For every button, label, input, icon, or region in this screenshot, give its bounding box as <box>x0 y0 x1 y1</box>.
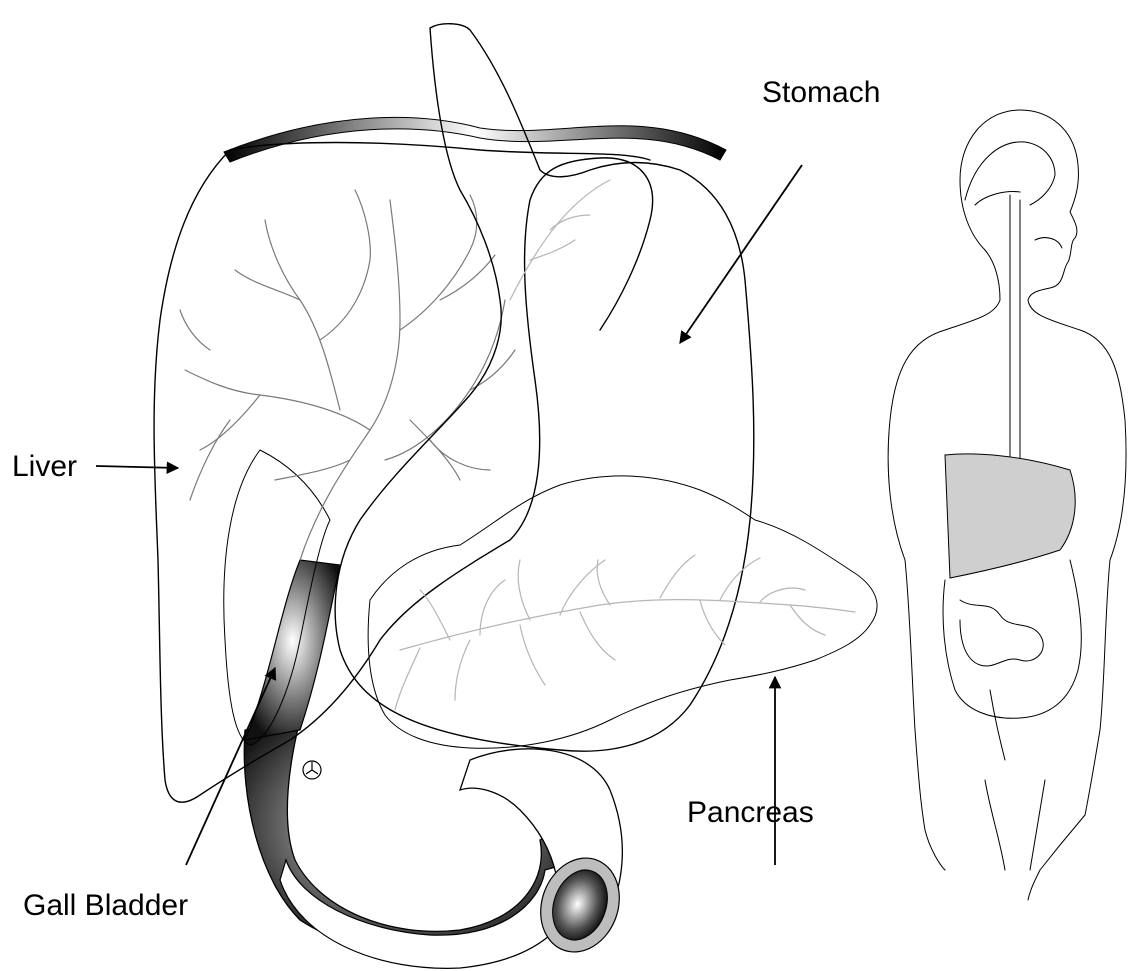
gall-bladder-label: Gall Bladder <box>23 889 188 922</box>
diaphragm-band <box>224 117 726 162</box>
duodenum <box>244 560 632 968</box>
liver <box>154 143 652 803</box>
annotation-arrows <box>96 165 802 865</box>
pancreas-label: Pancreas <box>687 796 814 829</box>
liver-label: Liver <box>12 450 77 483</box>
stomach-label: Stomach <box>762 76 880 109</box>
liver-arrow <box>96 466 178 468</box>
pancreas <box>368 476 877 748</box>
stomach-arrow <box>680 165 802 343</box>
human-body-silhouette <box>888 110 1126 900</box>
